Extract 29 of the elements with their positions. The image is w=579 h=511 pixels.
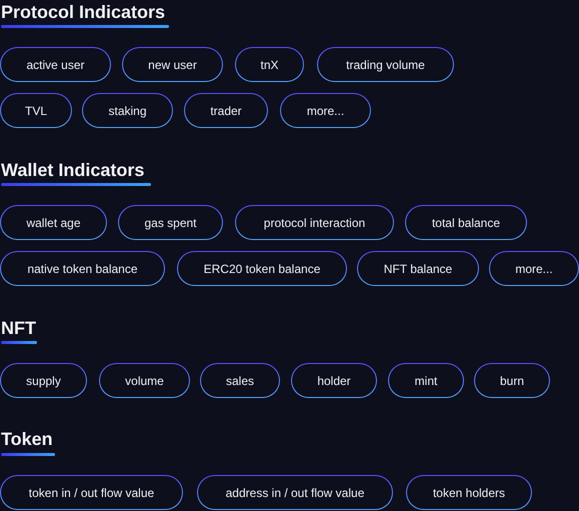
indicator-pill: address in / out flow value xyxy=(197,475,393,510)
indicator-pill: wallet age xyxy=(0,205,107,240)
indicator-pill: mint xyxy=(388,363,464,398)
indicator-pill: gas spent xyxy=(118,205,223,240)
indicator-pill: volume xyxy=(99,363,190,398)
indicator-pill: tnX xyxy=(235,47,304,82)
indicator-pill: protocol interaction xyxy=(235,205,394,240)
indicator-pill: supply xyxy=(0,363,87,398)
indicator-pill: burn xyxy=(474,363,550,398)
indicator-pill: trader xyxy=(184,93,268,128)
section-heading: Token xyxy=(1,428,53,450)
indicator-pill: sales xyxy=(200,363,280,398)
indicator-pill: more... xyxy=(489,251,579,286)
indicator-pill: ERC20 token balance xyxy=(177,251,347,286)
indicator-pill: native token balance xyxy=(0,251,165,286)
indicator-pill: staking xyxy=(82,93,173,128)
indicator-pill: token holders xyxy=(406,475,532,510)
indicator-pill: active user xyxy=(0,47,111,82)
indicator-pill: trading volume xyxy=(317,47,454,82)
section-heading: Protocol Indicators xyxy=(1,1,166,23)
indicator-pill: new user xyxy=(122,47,223,82)
indicator-pill: TVL xyxy=(0,93,72,128)
section-heading: Wallet Indicators xyxy=(1,159,144,181)
indicator-pill: holder xyxy=(291,363,377,398)
indicator-pill: NFT balance xyxy=(357,251,479,286)
indicator-pill: more... xyxy=(280,93,371,128)
indicator-pill: total balance xyxy=(405,205,527,240)
indicator-pill: token in / out flow value xyxy=(0,475,183,510)
section-heading: NFT xyxy=(1,317,36,339)
